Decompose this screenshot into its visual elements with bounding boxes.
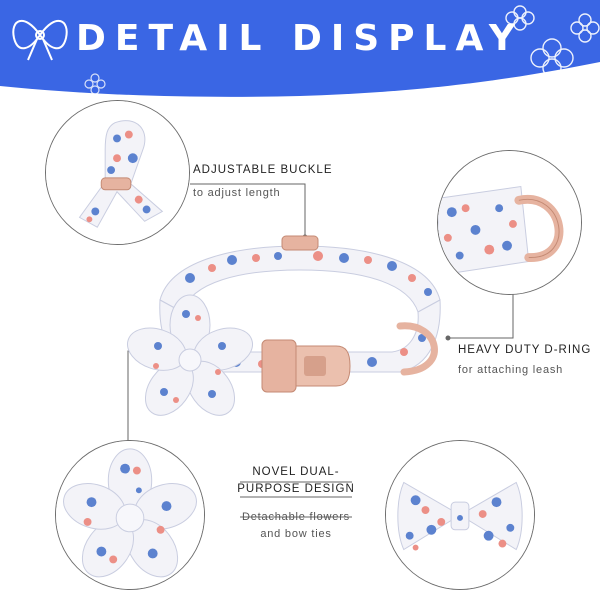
feature-adjustable-buckle: ADJUSTABLE BUCKLE to adjust length xyxy=(193,164,333,199)
feature-description: for attaching leash xyxy=(458,364,564,376)
feature-heading-line1: NOVEL DUAL- xyxy=(252,466,340,478)
header-banner: DETAIL DISPLAY xyxy=(0,0,600,110)
flower-decoration-left-icon xyxy=(84,73,106,95)
bow-tie-detail-photo xyxy=(385,440,535,590)
feature-heading: ADJUSTABLE BUCKLE xyxy=(193,164,333,176)
flower-decoration-icon xyxy=(505,5,600,78)
bow-decoration-icon xyxy=(12,20,68,61)
feature-description-line1: Detachable flowers xyxy=(242,511,350,523)
feature-heading-line2: PURPOSE DESIGN xyxy=(237,483,355,495)
d-ring-detail-photo xyxy=(437,150,582,295)
buckle-detail-photo xyxy=(45,100,190,245)
feature-heading: HEAVY DUTY D-RING xyxy=(458,344,592,356)
feature-description: to adjust length xyxy=(193,187,281,199)
banner-background xyxy=(0,0,600,97)
feature-description-line2: and bow ties xyxy=(260,528,332,540)
feature-dual-purpose: NOVEL DUAL- PURPOSE DESIGN Detachable fl… xyxy=(236,466,356,543)
feature-d-ring: HEAVY DUTY D-RING for attaching leash xyxy=(458,344,591,376)
banner-title: DETAIL DISPLAY xyxy=(76,18,524,59)
flower-detail-photo xyxy=(55,440,205,590)
